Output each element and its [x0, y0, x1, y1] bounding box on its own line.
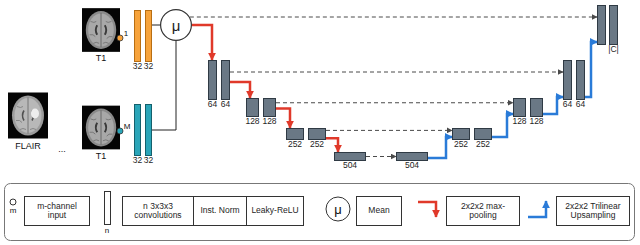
feature-map-bar: 128 — [263, 98, 276, 117]
feature-map-bar: 128 — [513, 98, 526, 117]
legend-mean-sample — [326, 197, 350, 221]
legend-bar-sample — [105, 192, 111, 225]
ellipsis: ... — [58, 145, 66, 154]
skip-connection — [190, 17, 597, 18]
operator-symbol: μ — [172, 18, 181, 33]
legend-box: n 3x3x3 convolutions — [122, 196, 194, 226]
input-channel-marker — [117, 128, 123, 134]
channel-index: 1 — [124, 30, 128, 38]
legend-input-sample — [10, 199, 16, 205]
legend-text: 2x2x2 Trilinear Upsampling — [560, 202, 626, 221]
feature-map-bar: 32 — [145, 10, 152, 62]
channel-count: 252 — [310, 140, 324, 149]
channel-count: 128 — [529, 117, 543, 126]
channel-count: 64 — [563, 100, 572, 109]
t1-scan — [82, 8, 120, 52]
legend-text: 2x2x2 max-pooling — [450, 202, 516, 221]
channel-count: 128 — [262, 117, 276, 126]
upsampling-arrow — [492, 114, 513, 137]
legend-box: m-channel input — [24, 196, 90, 226]
channel-count: 32 — [133, 62, 142, 71]
input-channel-marker — [117, 35, 123, 41]
t1-scan — [82, 106, 120, 150]
skip-connection — [230, 72, 563, 73]
channel-count: 64 — [208, 100, 217, 109]
flair-scan — [8, 93, 48, 139]
legend-text: Inst. Norm — [200, 206, 239, 215]
channel-index: M — [124, 123, 131, 131]
feature-map-bar: 128 — [530, 98, 543, 117]
legend-upsample-arrow — [528, 201, 546, 217]
mean-input-line — [152, 25, 160, 26]
max-pooling-arrow — [230, 82, 250, 98]
feature-map-bar: 252 — [286, 128, 304, 140]
feature-map-bar — [598, 6, 606, 45]
feature-map-bar: 252 — [308, 128, 326, 140]
feature-map-bar: 64 — [563, 60, 572, 100]
max-pooling-arrow — [326, 138, 338, 152]
legend-box: Leaky-ReLU — [246, 196, 304, 226]
skip-connection — [366, 156, 396, 157]
mean-circle — [160, 9, 192, 41]
max-pooling-arrow — [276, 108, 290, 128]
legend-box: 2x2x2 max-pooling — [446, 196, 520, 226]
legend-text: n 3x3x3 convolutions — [126, 202, 190, 221]
channel-count: 64 — [576, 100, 585, 109]
skip-connection — [326, 130, 452, 131]
channel-count: 32 — [144, 156, 153, 165]
feature-map-bar: 32 — [134, 10, 141, 62]
legend-box: Mean — [356, 196, 402, 226]
channel-count: 504 — [343, 161, 357, 170]
channel-count: 252 — [288, 140, 302, 149]
feature-map-bar: 64 — [221, 60, 230, 100]
upsampling-arrow — [585, 42, 597, 97]
modality-label: T1 — [96, 54, 107, 63]
legend-text: Leaky-ReLU — [251, 206, 298, 215]
feature-map-bar: 504 — [396, 152, 428, 161]
legend-text: Mean — [368, 206, 389, 215]
channel-count: 32 — [133, 156, 142, 165]
feature-map-bar: 64 — [576, 60, 585, 100]
upsampling-arrow — [428, 137, 452, 158]
feature-map-bar: 252 — [452, 128, 470, 140]
channel-count: 252 — [476, 140, 490, 149]
modality-label: FLAIR — [15, 142, 41, 151]
legend-sample-label: m — [10, 207, 17, 215]
skip-connection — [276, 102, 513, 103]
channel-count: 32 — [144, 62, 153, 71]
legend-text: m-channel input — [28, 202, 86, 221]
channel-count: 128 — [512, 117, 526, 126]
channel-count: |C| — [608, 45, 619, 54]
legend-box: Inst. Norm — [193, 196, 247, 226]
legend-box: 2x2x2 Trilinear Upsampling — [556, 196, 630, 226]
feature-map-bar: 128 — [246, 98, 259, 117]
channel-count: 128 — [245, 117, 259, 126]
feature-map-bar: 252 — [474, 128, 492, 140]
mean-input-line — [152, 41, 176, 130]
max-pooling-arrow — [192, 25, 212, 60]
modality-label: T1 — [96, 152, 107, 161]
legend-sample-label: μ — [334, 203, 342, 216]
upsampling-arrow — [543, 97, 563, 114]
feature-map-bar: 32 — [145, 104, 152, 156]
legend-frame — [5, 184, 635, 241]
channel-count: 64 — [221, 100, 230, 109]
legend-sample-label: n — [105, 227, 109, 235]
mean-circle-outline — [161, 10, 192, 41]
channel-count: 504 — [405, 161, 419, 170]
channel-count: 252 — [454, 140, 468, 149]
feature-map-bar: 32 — [134, 104, 141, 156]
legend-pool-arrow — [418, 202, 436, 217]
feature-map-bar: |C| — [609, 5, 618, 45]
feature-map-bar: 64 — [208, 60, 217, 100]
mean-operator: μ — [160, 9, 192, 41]
feature-map-bar: 504 — [334, 152, 366, 161]
